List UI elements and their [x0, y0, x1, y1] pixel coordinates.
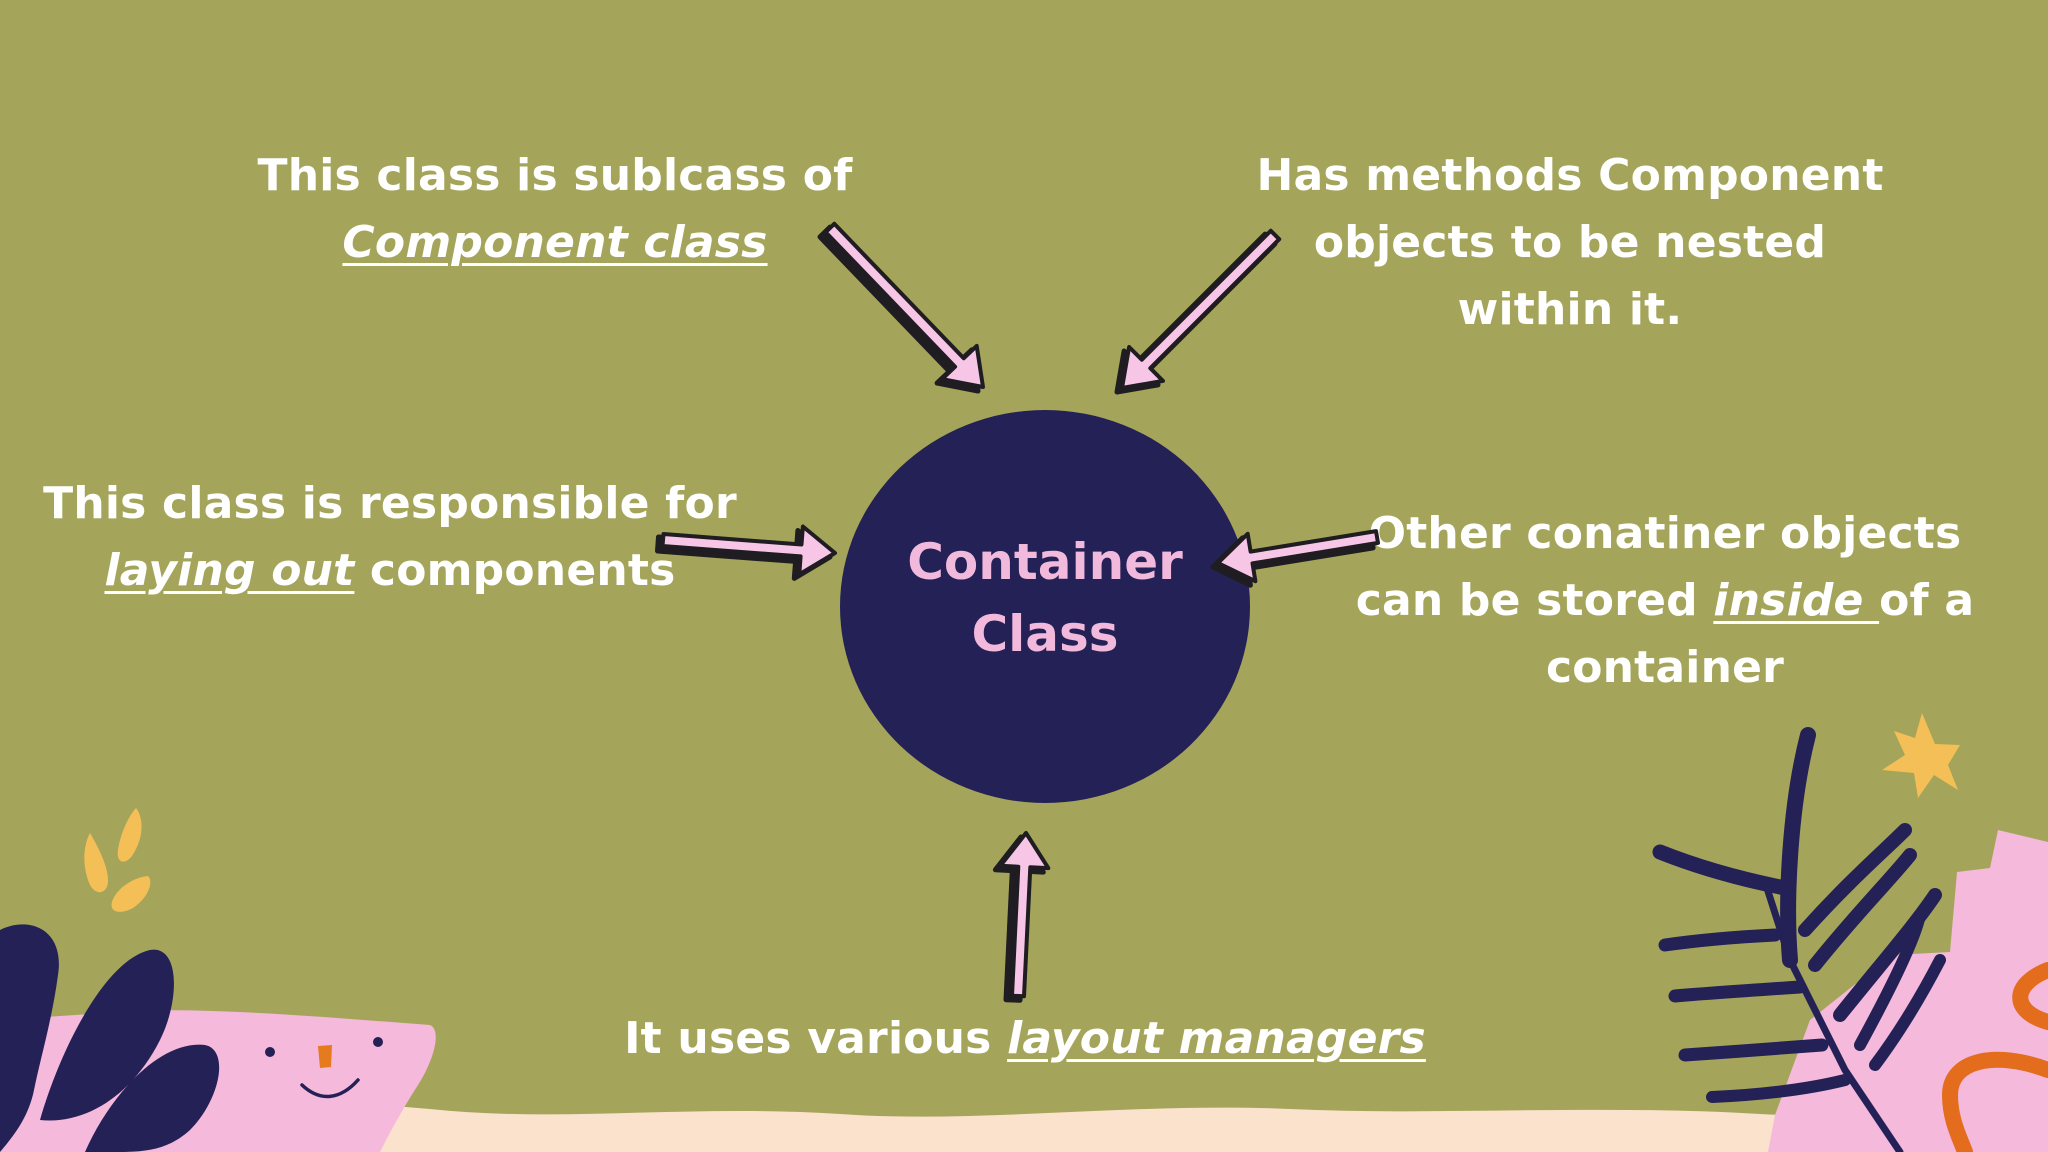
component-class-link: Component class [342, 217, 768, 268]
inside-underlined: inside [1713, 575, 1880, 626]
center-line1: Container [907, 533, 1183, 591]
arrow-from-storage-body [1216, 529, 1380, 584]
label-storage-line1: Other conatiner objects [1368, 508, 1962, 559]
label-layout-line2-rest: components [354, 545, 676, 596]
arrow-from-storage [1210, 529, 1380, 588]
label-layout-line1: This class is responsible for [43, 478, 737, 529]
label-superclass-line1: This class is sublcass of [257, 150, 853, 201]
right-navy-fern [1652, 727, 1946, 1152]
star-icon [1882, 713, 1960, 798]
label-storage-line2-suffix: of a [1879, 575, 1975, 626]
arrow-from-nested-body [1120, 228, 1282, 390]
arrow-from-managers-body [998, 831, 1051, 999]
label-storage-line2-prefix: can be stored [1355, 575, 1714, 626]
center-line2: Class [971, 605, 1119, 663]
right-pink-shape [1768, 830, 2048, 1152]
arrow-from-layout [655, 524, 837, 581]
label-nested-line3: within it. [1457, 284, 1683, 335]
bottom-wave-shape [0, 1105, 2048, 1152]
label-superclass: This class is sublcass of Component clas… [230, 142, 880, 276]
laying-out-underlined: laying out [104, 545, 355, 596]
container-class-label: Container Class [840, 526, 1250, 670]
arrow-from-layout-body [660, 524, 837, 577]
left-navy-leaves [0, 924, 220, 1152]
label-nested-line2: objects to be nested [1313, 217, 1827, 268]
label-container-storage: Other conatiner objects can be stored in… [1340, 500, 1990, 701]
label-nested-line1: Has methods Component [1256, 150, 1884, 201]
arrow-from-superclass [817, 221, 985, 394]
right-orange-swirl [1941, 962, 2048, 1152]
arrow-from-managers [992, 831, 1051, 1003]
arrow-from-nested [1114, 228, 1282, 395]
smiley-face-icon [265, 1037, 383, 1099]
label-storage-line3: container [1545, 642, 1785, 693]
label-nested-components: Has methods Component objects to be nest… [1220, 142, 1920, 343]
label-layout-responsibility: This class is responsible for laying out… [30, 470, 750, 604]
arrow-from-superclass-body [823, 221, 985, 389]
container-class-circle: Container Class [840, 410, 1250, 803]
layout-managers-underlined: layout managers [1007, 1013, 1426, 1064]
label-layout-managers: It uses various layout managers [600, 1005, 1450, 1072]
label-managers-prefix: It uses various [624, 1013, 1008, 1064]
left-yellow-petals [84, 808, 151, 912]
